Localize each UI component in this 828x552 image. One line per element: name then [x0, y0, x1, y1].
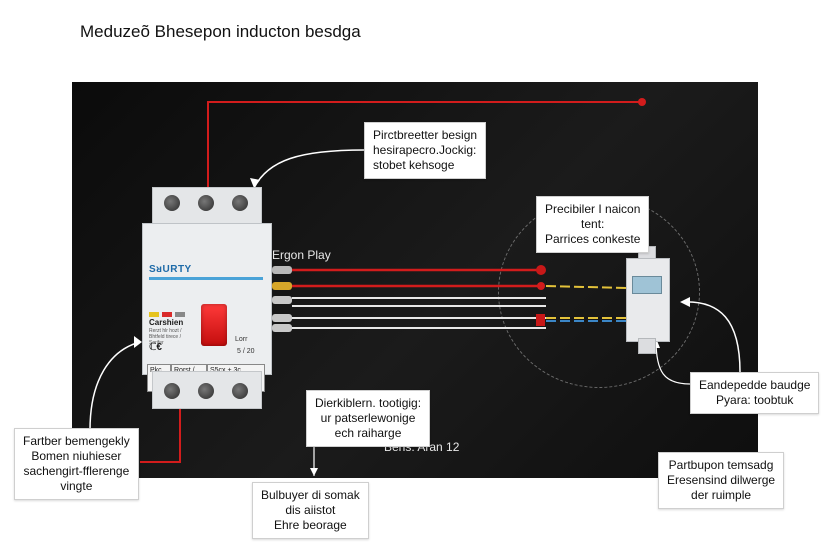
junction-3 [536, 314, 545, 326]
breaker-rating-mid: 5 / 20 [237, 348, 255, 355]
led-yellow [149, 312, 159, 317]
ce-mark: ℂ€ [149, 342, 162, 353]
callout-center-mid: Dierkiblern. tootigig: ur patserlewonige… [306, 390, 431, 447]
screw-icon [232, 195, 248, 211]
breaker-toggle-switch[interactable] [201, 304, 227, 346]
callout-line: vingte [60, 479, 93, 493]
arrow-center-mid-head [310, 468, 318, 476]
diagram-title: Meduzeõ Bhesepon inducton besdga [80, 22, 361, 41]
callout-line: Fartber bemengekly [23, 434, 130, 448]
callout-line: Partbupon temsadg [668, 458, 774, 472]
callout-line: Pirctbreetter besign [373, 128, 478, 142]
junction-1 [536, 265, 546, 275]
callout-line: ech raiharge [334, 426, 402, 440]
callout-line: Parrices conkeste [545, 232, 641, 246]
breaker-fine-print: Rerzt hlr hozt / Bhtfeld tirece / Sorife… [149, 328, 182, 346]
callout-line: Pyara: toobtuk [716, 393, 794, 407]
live-return-wire [140, 390, 181, 463]
arrow-left-bottom-head [134, 336, 142, 348]
led-red [162, 312, 172, 317]
breaker-brand: SᴚURTY [149, 264, 192, 275]
arrow-right-mid-head [680, 297, 690, 307]
breaker-body: SᴚURTY Carshien Rerzt hlr hozt / Bhtfeld… [142, 223, 272, 392]
callout-top-center: Pirctbreetter besign hesirapecro.Jockig:… [364, 122, 487, 179]
callout-line: Bulbuyer di somak [261, 488, 360, 502]
arrow-top-center [253, 149, 365, 189]
brand-accent-bar [149, 277, 263, 280]
callout-line: Precibiler I naicon [545, 202, 641, 216]
lug-5 [272, 324, 292, 332]
arrow-right-mid [681, 301, 741, 373]
meter-display [632, 276, 662, 294]
callout-line: dis aiistot [285, 503, 336, 517]
callout-right-bottom: Partbupon temsadg Eresensind dilwerge de… [658, 452, 785, 509]
callout-line: stobet kehsoge [373, 158, 455, 172]
lug-1 [272, 266, 292, 274]
screw-icon [164, 383, 180, 399]
callout-right-mid: Eandepedde baudge Pyara: toobtuk [690, 372, 820, 414]
lug-2 [272, 282, 292, 290]
callout-line: tent: [581, 217, 605, 231]
meter-body [626, 258, 670, 342]
callout-line: Eresensind dilwerge [667, 473, 776, 487]
lug-4 [272, 314, 292, 322]
callout-line: Dierkiblern. tootigig: [315, 396, 422, 410]
callout-center-bottom: Bulbuyer di somak dis aiistot Ehre beora… [252, 482, 369, 539]
breaker-rating-top: Lorr [235, 336, 248, 343]
callout-line: sachengirt-fflerenge [23, 464, 130, 478]
screw-icon [232, 383, 248, 399]
callout-line: Eandepedde baudge [699, 378, 811, 392]
meter-bottom-clip [638, 338, 656, 354]
callout-line: hesirapecro.Jockig: [373, 143, 477, 157]
arrow-right-lower [655, 339, 691, 385]
screw-icon [198, 195, 214, 211]
indicator-leds [149, 304, 189, 317]
wire-group-label: Ergon Play [272, 248, 331, 262]
callout-line: ur patserlewonige [320, 411, 416, 425]
arrow-top-center-head [250, 178, 260, 188]
arrow-left-bottom [89, 341, 141, 431]
callout-line: Ehre beorage [273, 518, 347, 532]
lead-1 [545, 285, 627, 289]
lug-3 [272, 296, 292, 304]
breaker-model-name: Carshien [149, 318, 184, 327]
screw-icon [198, 383, 214, 399]
led-gray [175, 312, 185, 317]
circuit-breaker: SᴚURTY Carshien Rerzt hlr hozt / Bhtfeld… [142, 187, 272, 409]
energy-meter [624, 244, 670, 354]
callout-left-bottom: Fartber bemengekly Bomen niuhieser sache… [14, 428, 139, 500]
screw-icon [164, 195, 180, 211]
junction-2 [537, 282, 545, 290]
callout-line: der ruimple [691, 488, 752, 502]
callout-top-right: Precibiler I naicon tent: Parrices conke… [536, 196, 650, 253]
callout-line: Bomen niuhieser [31, 449, 122, 463]
feed-end-dot [638, 98, 646, 106]
